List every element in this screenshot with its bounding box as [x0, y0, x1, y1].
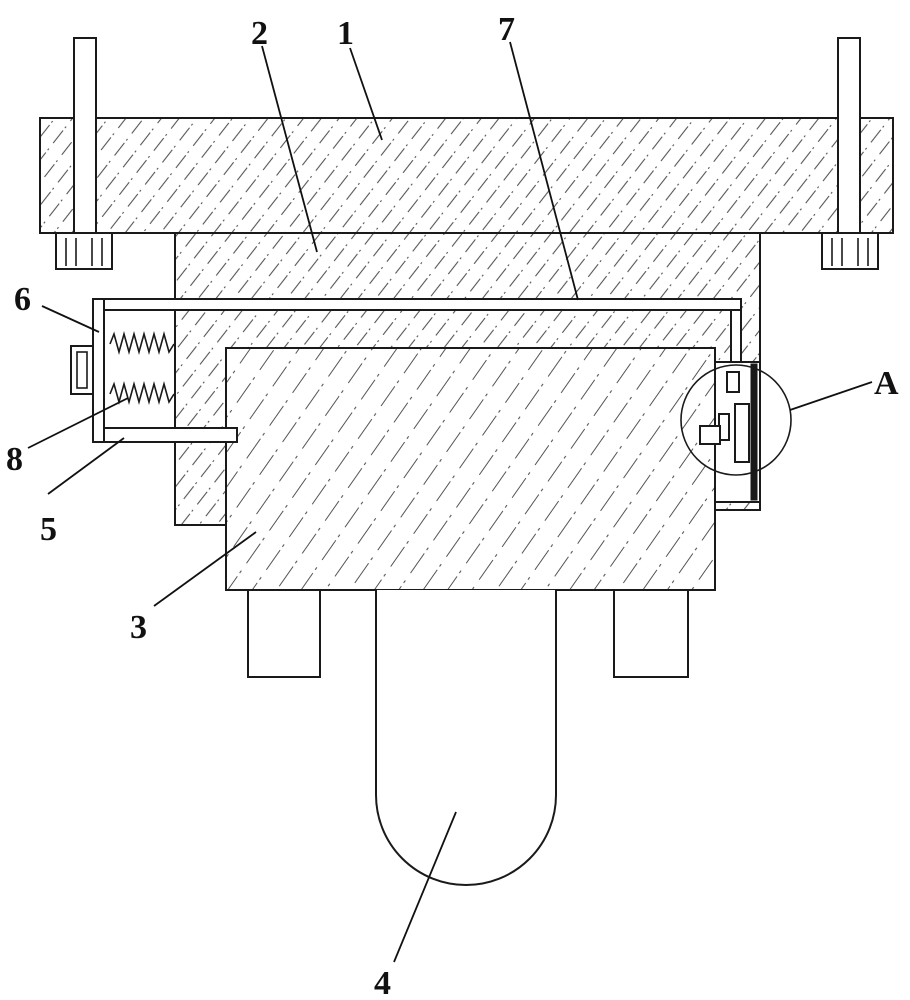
main-housing [225, 347, 716, 591]
right-bolt [821, 37, 879, 270]
label-part-4: 4 [374, 965, 391, 1000]
lamp-bulb [375, 590, 557, 886]
label-part-5: 5 [40, 511, 57, 548]
label-part-3: 3 [130, 609, 147, 646]
label-part-1: 1 [337, 15, 354, 52]
left-bolt [55, 37, 113, 270]
label-part-6: 6 [14, 281, 31, 318]
label-part-2: 2 [251, 15, 268, 52]
label-part-7: 7 [498, 11, 515, 48]
label-part-8: 8 [6, 441, 23, 478]
spring-assembly [103, 309, 176, 429]
housing-feet [247, 589, 689, 678]
leader-lines [27, 41, 579, 963]
detail-circle-a [680, 364, 873, 476]
top-plate [39, 117, 894, 234]
locking-pin [103, 427, 238, 443]
side-plate [70, 298, 105, 443]
latch-mechanism [699, 361, 761, 503]
label-detail-a: A [874, 365, 899, 402]
part-labels: 2 1 7 6 8 5 3 4 A [6, 11, 899, 1000]
